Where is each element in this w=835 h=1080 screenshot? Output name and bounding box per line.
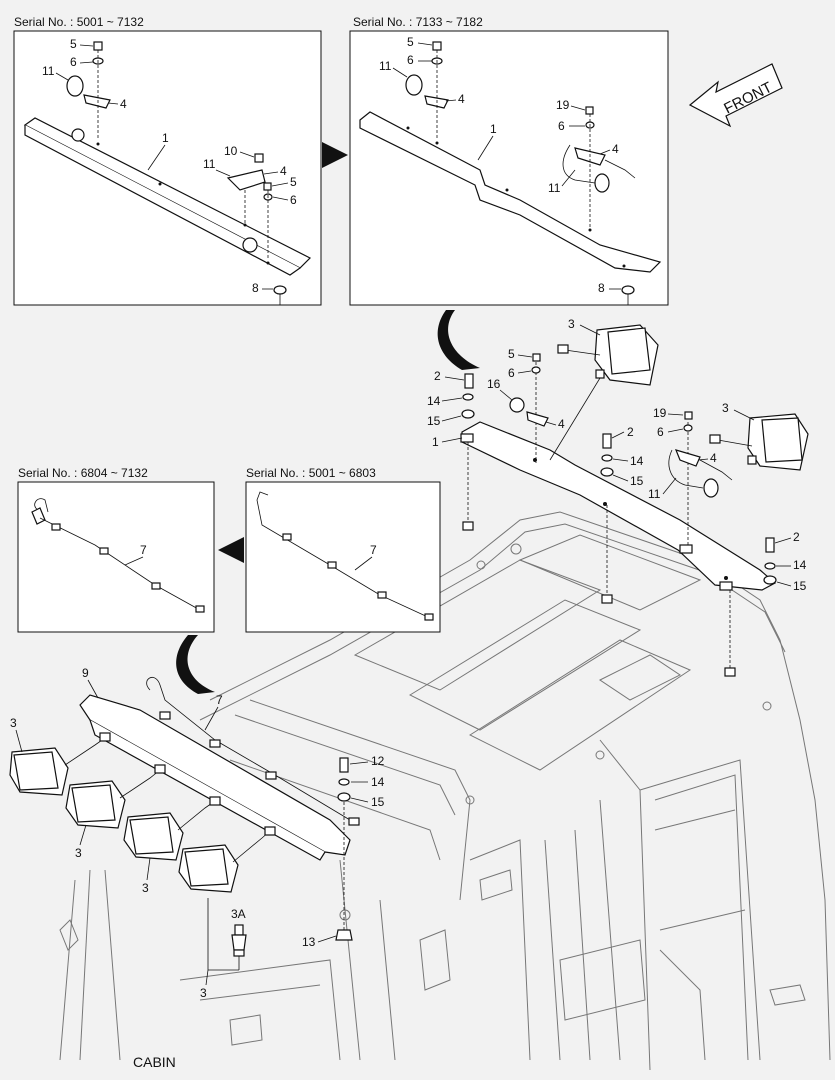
serial-label-mid-right: Serial No. : 5001 ~ 6803 (246, 466, 376, 480)
callout-11: 11 (648, 487, 661, 501)
callout-10: 10 (224, 144, 238, 158)
lamp (178, 826, 276, 893)
callout-4: 4 (558, 417, 565, 431)
callout-1: 1 (490, 122, 497, 136)
curved-arrow-icon (437, 310, 480, 370)
callout-4: 4 (458, 92, 465, 106)
arrow-left-icon (218, 537, 244, 563)
callout-15: 15 (630, 474, 644, 488)
serial-label-mid-left: Serial No. : 6804 ~ 7132 (18, 466, 148, 480)
callout-3A: 3A (231, 907, 246, 921)
callout-2: 2 (627, 425, 634, 439)
callout-3: 3 (142, 881, 149, 895)
callout-6: 6 (70, 55, 77, 69)
bulb-icon (231, 924, 247, 957)
callout-13: 13 (302, 935, 316, 949)
callout-14: 14 (371, 775, 385, 789)
curved-arrow-icon (176, 635, 215, 694)
callout-14: 14 (630, 454, 644, 468)
callout-7: 7 (216, 693, 223, 707)
callout-2: 2 (434, 369, 441, 383)
lamp (9, 732, 111, 796)
callout-6: 6 (290, 193, 297, 207)
panel-top-left: Serial No. : 5001 ~ 7132 5 6 11 4 (13, 15, 322, 306)
callout-12: 12 (371, 754, 385, 768)
callout-19: 19 (653, 406, 667, 420)
callout-11: 11 (379, 59, 392, 73)
main-assembly: 3 5 6 2 16 14 15 4 1 3 19 6 2 14 4 15 11… (427, 317, 809, 677)
callout-1: 1 (432, 435, 439, 449)
callout-4: 4 (710, 451, 717, 465)
cabin-label: CABIN (133, 1054, 176, 1070)
callout-15: 15 (371, 795, 385, 809)
callout-15: 15 (793, 579, 807, 593)
serial-label-top-right: Serial No. : 7133 ~ 7182 (353, 15, 483, 29)
callout-8: 8 (598, 281, 605, 295)
callout-15: 15 (427, 414, 441, 428)
callout-6: 6 (558, 119, 565, 133)
serial-label-top-left: Serial No. : 5001 ~ 7132 (14, 15, 144, 29)
callout-11: 11 (548, 181, 561, 195)
front-direction-arrow: FRONT (688, 63, 783, 128)
arrow-right-icon (322, 142, 348, 168)
callout-16: 16 (487, 377, 501, 391)
callout-2: 2 (793, 530, 800, 544)
cabin-outline (59, 511, 831, 1071)
callout-5: 5 (508, 347, 515, 361)
panel-mid-left: Serial No. : 6804 ~ 7132 7 (17, 466, 215, 633)
callout-6: 6 (657, 425, 664, 439)
callout-4: 4 (120, 97, 127, 111)
callout-3: 3 (10, 716, 17, 730)
callout-19: 19 (556, 98, 570, 112)
callout-5: 5 (407, 35, 414, 49)
callout-4: 4 (280, 164, 287, 178)
callout-3: 3 (75, 846, 82, 860)
panel-mid-right: Serial No. : 5001 ~ 6803 7 (245, 466, 441, 633)
callout-7: 7 (370, 543, 377, 557)
callout-9: 9 (82, 666, 89, 680)
lamp (123, 796, 221, 861)
callout-5: 5 (70, 37, 77, 51)
callout-3: 3 (200, 986, 207, 1000)
callout-14: 14 (793, 558, 807, 572)
callout-5: 5 (290, 175, 297, 189)
callout-3: 3 (722, 401, 729, 415)
callout-4: 4 (612, 142, 619, 156)
lower-assembly: 9 7 3 3 3 3A 3 12 14 15 13 (9, 666, 385, 1000)
callout-14: 14 (427, 394, 441, 408)
callout-1: 1 (162, 131, 169, 145)
callout-6: 6 (407, 53, 414, 67)
callout-6: 6 (508, 366, 515, 380)
callout-7: 7 (140, 543, 147, 557)
callout-3: 3 (568, 317, 575, 331)
callout-8: 8 (252, 281, 259, 295)
callout-11: 11 (203, 157, 216, 171)
lamp (65, 764, 166, 829)
panel-top-right: Serial No. : 7133 ~ 7182 5 6 11 4 1 19 6 (349, 15, 669, 306)
callout-11: 11 (42, 64, 55, 78)
